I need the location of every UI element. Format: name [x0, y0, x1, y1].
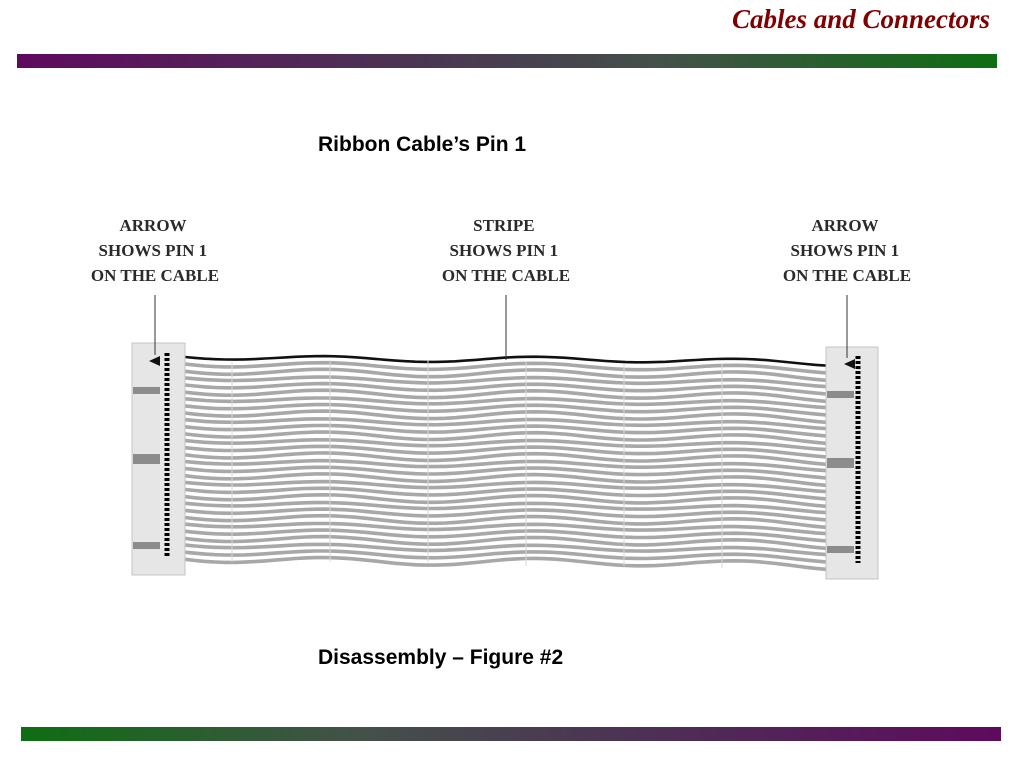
cable-conductor	[183, 500, 828, 515]
cable-conductor	[183, 528, 828, 543]
cable-conductor	[183, 479, 828, 494]
callout-right: ARROW SHOWS PIN 1 ON THE CABLE	[783, 216, 911, 285]
right-connector-key	[827, 546, 854, 553]
callout-left-line-2: SHOWS PIN 1	[99, 241, 208, 260]
cable-conductor	[183, 388, 828, 404]
cable-conductor	[183, 465, 828, 480]
ribbon-cable	[183, 354, 828, 572]
callout-right-line-2: SHOWS PIN 1	[791, 241, 900, 260]
callout-middle: STRIPE SHOWS PIN 1 ON THE CABLE	[442, 216, 570, 285]
left-connector	[131, 342, 186, 576]
cable-conductor	[183, 549, 828, 564]
cable-conductor	[183, 458, 828, 473]
right-connector	[825, 346, 879, 580]
left-pin1-arrow-icon	[149, 356, 160, 366]
cable-conductor	[183, 367, 828, 383]
left-connector-key	[133, 454, 160, 464]
cable-conductor	[183, 423, 828, 438]
right-pin1-arrow-icon	[844, 359, 855, 369]
callout-right-line-1: ARROW	[812, 216, 879, 235]
callout-middle-line-2: SHOWS PIN 1	[450, 241, 559, 260]
cable-conductor	[183, 542, 828, 557]
cable-conductor	[183, 507, 828, 522]
cable-conductor	[183, 486, 828, 501]
right-connector-key	[827, 391, 854, 398]
cable-conductor	[183, 472, 828, 488]
cable-conductor	[183, 451, 828, 467]
figure-caption-top: Ribbon Cable’s Pin 1	[318, 133, 527, 156]
cable-conductor	[183, 381, 828, 396]
bottom-gradient-bar	[21, 727, 1001, 741]
cable-conductor	[183, 555, 828, 572]
cable-fold-marks	[231, 360, 723, 568]
cable-conductor	[183, 534, 828, 551]
cable-conductor	[183, 492, 828, 509]
cable-conductor	[183, 444, 828, 459]
callout-left-line-3: ON THE CABLE	[91, 266, 219, 285]
cable-conductor	[183, 513, 828, 530]
left-connector-key	[133, 387, 160, 394]
cable-conductor	[183, 396, 828, 410]
cable-conductor	[183, 375, 828, 389]
leader-lines	[154, 295, 848, 360]
top-gradient-bar	[17, 54, 997, 68]
cable-conductor	[183, 438, 828, 452]
cable-conductor	[183, 360, 828, 375]
right-connector-key	[827, 458, 854, 468]
cable-conductor	[183, 417, 828, 431]
callout-left: ARROW SHOWS PIN 1 ON THE CABLE	[91, 216, 219, 285]
cable-conductor	[183, 430, 828, 446]
slide-title: Cables and Connectors	[731, 4, 990, 34]
callout-middle-line-1: STRIPE	[473, 216, 534, 235]
cable-conductor	[183, 402, 828, 417]
callout-left-line-1: ARROW	[120, 216, 187, 235]
left-connector-key	[133, 542, 160, 549]
cable-conductor	[183, 521, 828, 536]
callout-middle-line-3: ON THE CABLE	[442, 266, 570, 285]
callout-right-line-3: ON THE CABLE	[783, 266, 911, 285]
figure-caption-bottom: Disassembly – Figure #2	[318, 646, 564, 669]
cable-conductor	[183, 409, 828, 425]
